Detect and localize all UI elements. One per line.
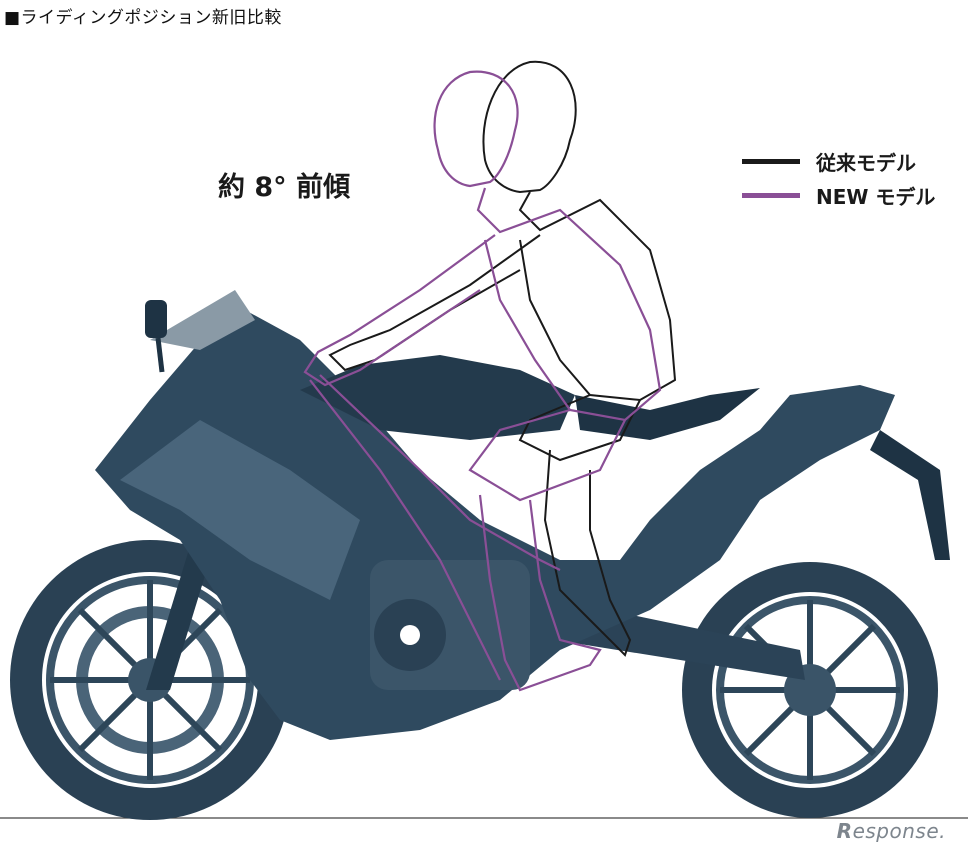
watermark-mark: R — [836, 819, 853, 843]
lean-angle-annotation: 約 8° 前傾 — [218, 172, 351, 203]
bike-fairing — [95, 310, 895, 740]
legend-item-new-model: NEW モデル — [742, 178, 935, 212]
rider-old-model-outline — [328, 60, 677, 657]
tail-bracket — [870, 430, 950, 560]
fairing-highlight — [120, 420, 360, 600]
legend-label-new-model: NEW モデル — [816, 184, 936, 209]
engine — [370, 560, 530, 690]
legend: 従来モデル NEW モデル — [742, 144, 935, 212]
response-watermark: Response. — [837, 819, 946, 843]
fuel-tank — [300, 355, 575, 440]
legend-line-old-model — [742, 158, 800, 164]
watermark-text: esponse. — [852, 819, 946, 843]
legend-label-old-model: 従来モデル — [816, 150, 916, 175]
legend-item-old-model: 従来モデル — [742, 144, 935, 178]
legend-line-new-model — [742, 192, 800, 198]
mirror — [145, 300, 167, 373]
page-title: ■ライディングポジション新旧比較 — [4, 8, 282, 28]
rear-wheel — [682, 562, 938, 818]
rider-new-model-outline — [303, 70, 662, 692]
windscreen — [150, 290, 255, 350]
